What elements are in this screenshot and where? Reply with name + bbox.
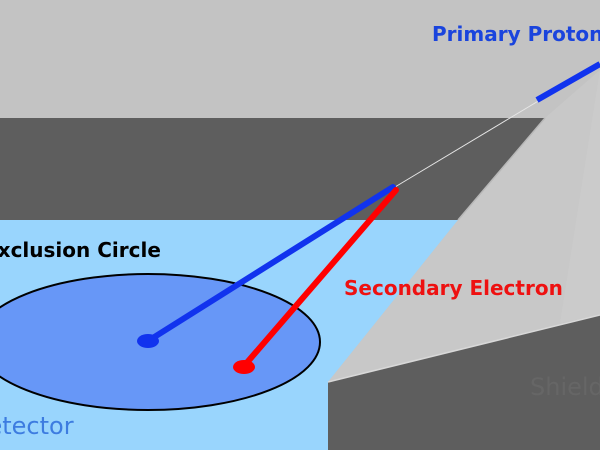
shield-side-face	[560, 70, 600, 323]
primary-proton-track-incoming	[535, 61, 600, 103]
detector-label: Detector	[0, 412, 74, 440]
electron-impact-point	[233, 360, 255, 374]
shield-front-face	[328, 315, 600, 450]
primary-proton-track	[145, 184, 396, 344]
beam-projection-line	[394, 99, 541, 188]
exclusion-circle-label: Exclusion Circle	[0, 238, 161, 262]
secondary-electron-track	[241, 187, 399, 369]
primary-proton-label: Primary Proton	[432, 22, 600, 46]
shield-edge-line	[327, 314, 600, 383]
exclusion-circle	[0, 273, 321, 411]
shield-dark-band	[0, 118, 545, 220]
proton-impact-point	[137, 334, 159, 348]
shield-edge-line	[457, 117, 546, 221]
shield-label: Shield	[530, 373, 600, 401]
secondary-electron-label: Secondary Electron	[344, 276, 563, 300]
shield-top-face	[328, 70, 600, 382]
